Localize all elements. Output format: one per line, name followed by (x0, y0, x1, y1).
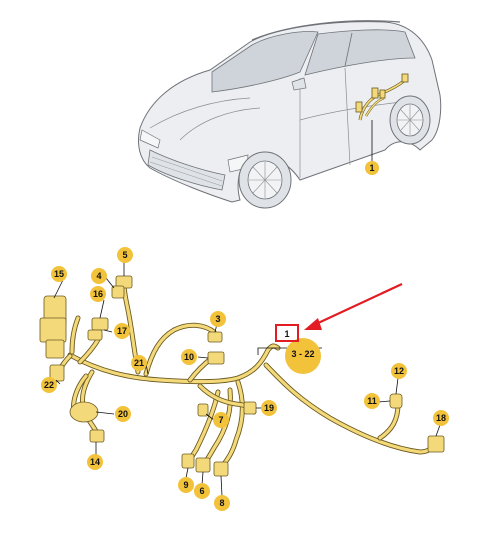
callout-disc (90, 286, 106, 302)
callout-label: 12 (394, 366, 404, 376)
car-side-windows (304, 29, 416, 76)
callout-label: 14 (90, 457, 100, 467)
callout-20: 20 (115, 406, 131, 422)
callout-17: 17 (114, 323, 130, 339)
callout-12: 12 (391, 363, 407, 379)
roof-rail (251, 20, 401, 41)
hood-line-2 (179, 107, 261, 141)
car-grille (147, 149, 226, 191)
callout-9: 9 (178, 477, 194, 493)
connector-17 (91, 317, 109, 331)
connector-10 (207, 351, 225, 365)
car-windshield (211, 31, 319, 93)
callout-label: 5 (122, 250, 127, 260)
callout-19: 19 (261, 400, 277, 416)
main-reference-label: 1 (284, 329, 289, 339)
callout-16: 16 (90, 286, 106, 302)
callout-disc (261, 400, 277, 416)
callout-label: 21 (134, 358, 144, 368)
callout-disc (41, 377, 57, 393)
callout-disc (115, 406, 131, 422)
connector-9 (181, 453, 195, 469)
callout-label: 9 (183, 480, 188, 490)
callout-7: 7 (213, 412, 229, 428)
connector-3 (207, 331, 223, 343)
callout-label: 8 (219, 498, 224, 508)
main-reference-range: 3 - 22 (291, 349, 314, 359)
callout-disc (210, 311, 226, 327)
callout-disc (213, 412, 229, 428)
callout-disc (391, 363, 407, 379)
window-pillar (344, 32, 353, 67)
connector-20 (69, 401, 99, 423)
callout-15: 15 (51, 266, 67, 282)
front-wheel (238, 151, 292, 209)
callout-disc (91, 268, 107, 284)
callout-label: 10 (184, 352, 194, 362)
callout-disc (178, 477, 194, 493)
connector-7 (197, 403, 209, 417)
callout-label: 11 (367, 396, 377, 406)
callout-label: 20 (118, 409, 128, 419)
callout-disc (131, 355, 147, 371)
callout-label: 17 (117, 326, 127, 336)
connector-6 (195, 457, 211, 473)
callout-3: 3 (210, 311, 226, 327)
connector-11 (389, 393, 403, 409)
callout-label: 22 (44, 380, 54, 390)
callout-label: 16 (93, 289, 103, 299)
callout-label: 3 (215, 314, 220, 324)
connector-8 (213, 461, 229, 477)
callout-label: 7 (218, 415, 223, 425)
rear-wheel (389, 95, 431, 145)
callout-14: 14 (87, 454, 103, 470)
callout-8: 8 (214, 495, 230, 511)
side-mirror (291, 77, 307, 91)
callout-22: 22 (41, 377, 57, 393)
car-callout-label: 1 (369, 163, 374, 173)
left-headlight (139, 129, 161, 149)
callout-4: 4 (91, 268, 107, 284)
callout-disc (51, 266, 67, 282)
callout-label: 19 (264, 403, 274, 413)
callout-badges: 3 4 5 6 7 8 9 10 11 12 14 15 16 17 18 19 20 21 22 (41, 247, 449, 511)
connector-18 (427, 435, 445, 453)
car-illustration: 1 (137, 20, 442, 209)
car-door-harness (355, 73, 409, 121)
callout-label: 18 (436, 413, 446, 423)
callout-disc (87, 454, 103, 470)
callout-disc (364, 393, 380, 409)
main-reference: 1 3 - 22 (275, 324, 321, 374)
callout-disc (214, 495, 230, 511)
connector-4 (111, 285, 125, 299)
red-arrow (304, 283, 403, 330)
callout-disc (117, 247, 133, 263)
callout-21: 21 (131, 355, 147, 371)
main-reference-disc (285, 338, 321, 374)
callout-11: 11 (364, 393, 380, 409)
wiring-harness (39, 275, 445, 477)
car-callout-1: 1 (365, 161, 379, 175)
connector-19 (243, 401, 257, 415)
callout-5: 5 (117, 247, 133, 263)
callout-disc (433, 410, 449, 426)
callout-label: 4 (96, 271, 101, 281)
connector-14 (89, 429, 105, 443)
callout-6: 6 (194, 483, 210, 499)
callout-10: 10 (181, 349, 197, 365)
callout-label: 6 (199, 486, 204, 496)
callout-18: 18 (433, 410, 449, 426)
callout-disc (181, 349, 197, 365)
callout-label: 15 (54, 269, 64, 279)
callout-disc (114, 323, 130, 339)
hood-line (149, 97, 251, 129)
highlight-box (275, 324, 299, 342)
callout-disc (194, 483, 210, 499)
